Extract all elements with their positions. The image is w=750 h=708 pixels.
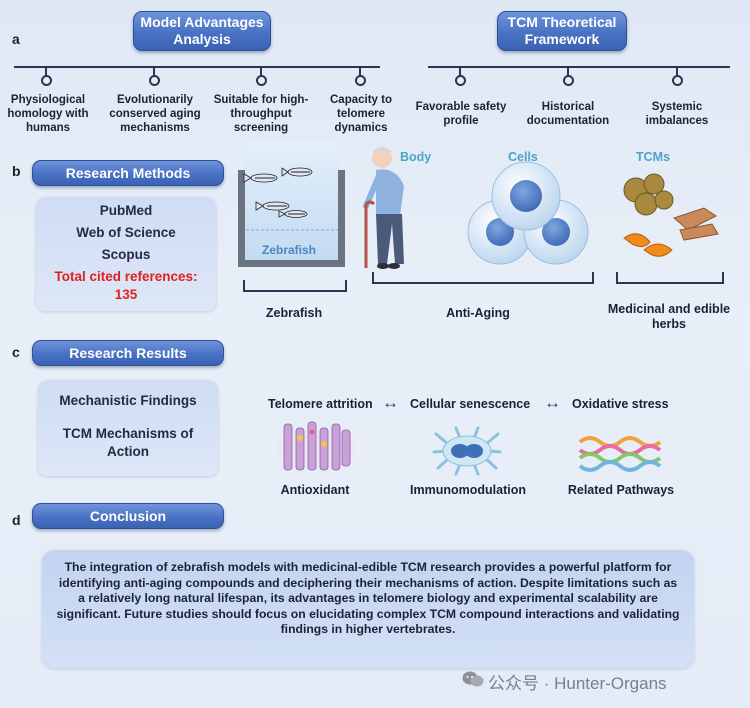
tcm-mechanisms: TCM Mechanisms of Action — [62, 426, 194, 459]
herbs-bracket — [616, 272, 724, 284]
framework-label: Favorable safety profile — [415, 101, 507, 127]
database-scopus: Scopus — [101, 247, 151, 262]
zebrafish-caption: Zebrafish — [265, 306, 323, 320]
timeline-tick — [153, 67, 155, 76]
arrow-icon: ↔ — [382, 393, 399, 412]
timeline-tick — [459, 67, 461, 76]
timeline-dot — [256, 75, 267, 86]
header-conclusion: Conclusion — [32, 503, 224, 529]
section-label-d: d — [12, 512, 21, 528]
conclusion-box: The integration of zebrafish models with… — [42, 550, 694, 668]
timeline-tick — [45, 67, 47, 76]
flow-telomere: Telomere attrition — [268, 397, 373, 411]
framework-label: Systemic imbalances — [645, 101, 709, 127]
watermark-text: 公众号 · Hunter-Organs — [488, 674, 667, 693]
cells-icon — [467, 161, 589, 265]
flow-oxidative: Oxidative stress — [572, 397, 669, 411]
framework-label: Historical documentation — [526, 101, 610, 127]
mechanistic-findings: Mechanistic Findings — [59, 393, 197, 408]
timeline-right — [428, 66, 730, 68]
wechat-icon — [462, 671, 484, 687]
antioxidant-caption: Antioxidant — [280, 483, 350, 497]
header-research-results: Research Results — [32, 340, 224, 366]
timeline-tick — [260, 67, 262, 76]
timeline-dot — [355, 75, 366, 86]
timeline-dot — [672, 75, 683, 86]
database-wos: Web of Science — [76, 225, 176, 240]
cells-label: Cells — [508, 150, 538, 164]
advantage-label: Physiological homology with humans — [7, 94, 89, 134]
timeline-dot — [149, 75, 160, 86]
timeline-tick — [567, 67, 569, 76]
database-pubmed: PubMed — [99, 203, 153, 218]
timeline-dot — [455, 75, 466, 86]
immunomodulation-caption: Immunomodulation — [410, 483, 526, 497]
herbs-icon — [623, 173, 719, 257]
flow-senescence: Cellular senescence — [410, 397, 531, 411]
immune-cell-icon — [432, 426, 502, 476]
methods-box: PubMed Web of Science Scopus Total cited… — [36, 197, 216, 311]
timeline-dot — [41, 75, 52, 86]
herbs-caption: Medicinal and edible herbs — [607, 302, 731, 331]
advantage-label: Suitable for high-throughput screening — [213, 94, 309, 134]
membrane-protein-icon — [278, 421, 354, 471]
conclusion-text: The integration of zebrafish models with… — [56, 560, 680, 637]
advantage-label: Evolutionarily conserved aging mechanism… — [109, 94, 201, 134]
timeline-tick — [676, 67, 678, 76]
anti-aging-caption: Anti-Aging — [446, 306, 510, 320]
elderly-person-icon — [363, 147, 404, 269]
total-references-label: Total cited references: — [54, 269, 198, 284]
advantage-label: Capacity to telomere dynamics — [330, 94, 392, 134]
tcms-label: TCMs — [636, 150, 671, 164]
results-box: Mechanistic Findings TCM Mechanisms of A… — [38, 380, 218, 476]
section-label-a: a — [12, 31, 20, 47]
tank-label: Zebrafish — [262, 243, 317, 257]
total-references-value: 135 — [114, 287, 138, 302]
section-label-b: b — [12, 163, 21, 179]
header-research-methods: Research Methods — [32, 160, 224, 186]
pathways-caption: Related Pathways — [567, 483, 675, 497]
header-model-advantages: Model Advantages Analysis — [133, 11, 271, 51]
timeline-left — [14, 66, 380, 68]
timeline-tick — [359, 67, 361, 76]
arrow-icon: ↔ — [544, 393, 561, 412]
body-label: Body — [400, 150, 432, 164]
anti-aging-bracket — [372, 272, 594, 284]
pathway-icon — [578, 436, 662, 472]
zebrafish-bracket — [243, 280, 347, 292]
zebrafish-tank-illustration — [238, 142, 345, 267]
section-label-c: c — [12, 344, 20, 360]
timeline-dot — [563, 75, 574, 86]
header-tcm-framework: TCM Theoretical Framework — [497, 11, 627, 51]
